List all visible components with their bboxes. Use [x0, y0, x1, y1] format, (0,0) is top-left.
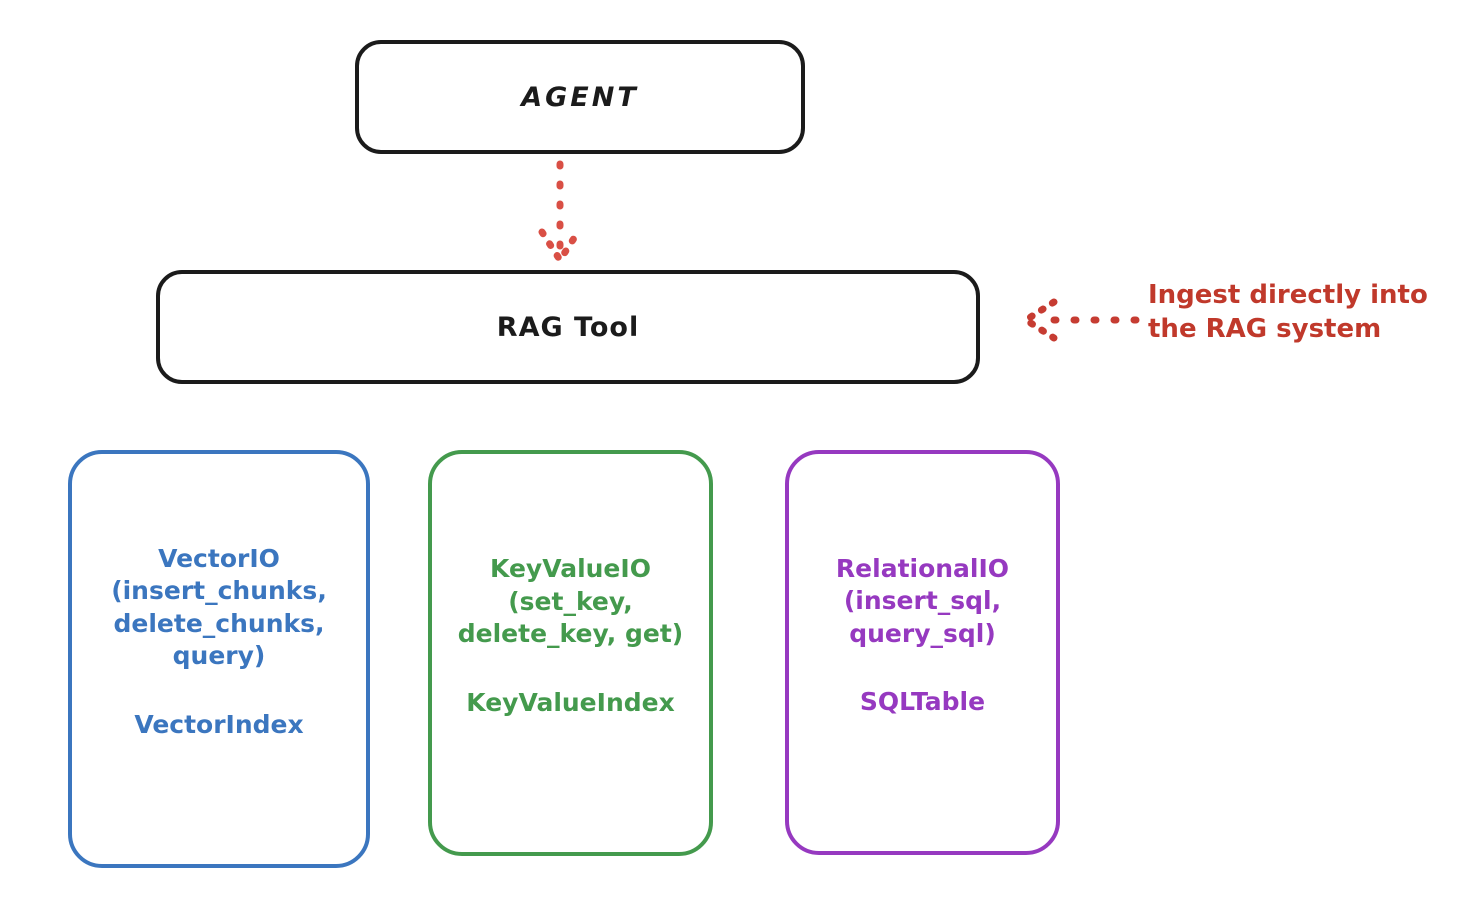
node-relational-io[interactable]: RelationalIO (insert_sql, query_sql) SQL… [785, 450, 1060, 855]
annotation-ingest: Ingest directly into the RAG system [1148, 280, 1428, 345]
node-rag-tool-label: RAG Tool [496, 311, 640, 343]
node-key-value-io[interactable]: KeyValueIO (set_key, delete_key, get) Ke… [428, 450, 713, 856]
dotted-arrow-down-icon [538, 160, 582, 264]
node-relational-io-title: RelationalIO (insert_sql, query_sql) [835, 553, 1010, 648]
node-agent[interactable]: AGENT [355, 40, 805, 154]
node-vector-io-content: VectorIO (insert_chunks, delete_chunks, … [82, 468, 356, 850]
node-relational-io-content: RelationalIO (insert_sql, query_sql) SQL… [799, 468, 1046, 837]
node-key-value-io-index: KeyValueIndex [466, 687, 675, 717]
node-vector-io-index: VectorIndex [134, 709, 304, 739]
dotted-arrow-left-icon [1022, 298, 1140, 342]
node-vector-io-title: VectorIO (insert_chunks, delete_chunks, … [111, 543, 327, 671]
node-vector-io[interactable]: VectorIO (insert_chunks, delete_chunks, … [68, 450, 370, 868]
node-agent-label: AGENT [521, 81, 639, 113]
node-relational-io-index: SQLTable [859, 687, 986, 716]
node-key-value-io-content: KeyValueIO (set_key, delete_key, get) Ke… [442, 468, 699, 838]
node-rag-tool[interactable]: RAG Tool [156, 270, 980, 384]
node-key-value-io-title: KeyValueIO (set_key, delete_key, get) [457, 554, 684, 648]
